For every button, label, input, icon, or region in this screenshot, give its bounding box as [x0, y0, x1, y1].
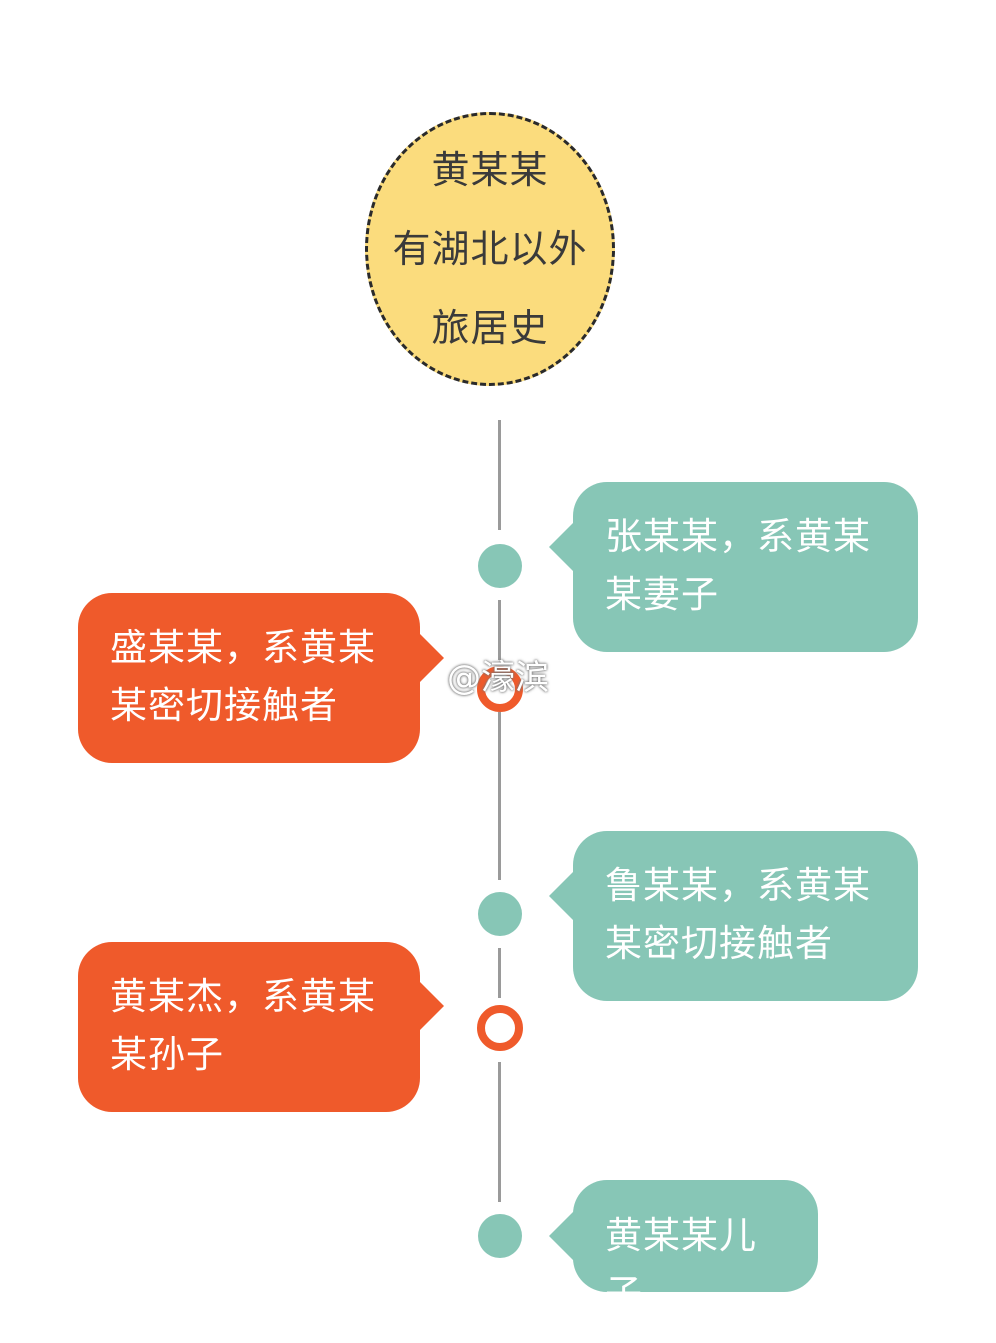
- root-line-3: 旅居史: [431, 305, 549, 350]
- callout-huangjie: 黄某杰，系黄某 某孙子: [78, 942, 420, 1112]
- root-node: 黄某某 有湖北以外 旅居史: [365, 112, 615, 386]
- callout-line: 盛某某，系黄某: [110, 626, 376, 669]
- timeline-segment: [498, 600, 501, 660]
- callout-tail: [549, 1210, 575, 1262]
- callout-line: 黄某某儿子: [605, 1214, 757, 1315]
- timeline-segment: [498, 1062, 501, 1202]
- timeline-dot-teal: [478, 892, 522, 936]
- timeline-dot-teal: [478, 544, 522, 588]
- timeline-dot-teal: [478, 1214, 522, 1258]
- timeline-dot-ring: [477, 666, 523, 712]
- callout-line: 某密切接触者: [605, 922, 833, 965]
- callout-line: 某孙子: [110, 1033, 224, 1076]
- callout-sheng: 盛某某，系黄某 某密切接触者: [78, 593, 420, 763]
- callout-tail: [418, 632, 444, 684]
- callout-line: 黄某杰，系黄某: [110, 975, 376, 1018]
- callout-lu: 鲁某某，系黄某 某密切接触者: [573, 831, 918, 1001]
- callout-tail: [418, 980, 444, 1032]
- callout-tail: [549, 521, 575, 573]
- callout-zhang: 张某某，系黄某 某妻子: [573, 482, 918, 652]
- callout-line: 某妻子: [605, 573, 719, 616]
- root-line-1: 黄某某: [431, 147, 549, 192]
- watermark-text: @濠滨: [447, 658, 549, 698]
- timeline-dot-ring: [477, 1005, 523, 1051]
- callout-line: 张某某，系黄某: [605, 515, 871, 558]
- callout-tail: [549, 870, 575, 922]
- callout-line: 某密切接触者: [110, 684, 338, 727]
- timeline-segment: [498, 420, 501, 530]
- callout-son: 黄某某儿子: [573, 1180, 818, 1315]
- root-line-2: 有湖北以外: [392, 226, 588, 271]
- timeline-segment: [498, 712, 501, 880]
- timeline-segment: [498, 948, 501, 998]
- callout-line: 鲁某某，系黄某: [605, 864, 871, 907]
